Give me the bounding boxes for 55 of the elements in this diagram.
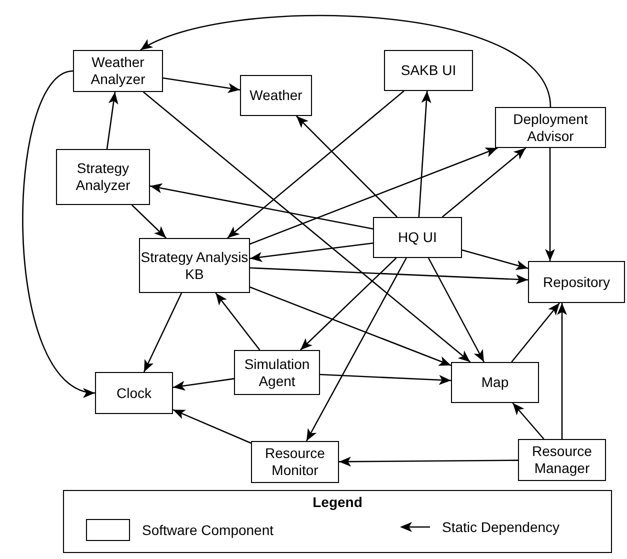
dependency-arrow bbox=[512, 402, 544, 440]
dependency-arrow bbox=[418, 90, 432, 218]
dependency-arrow bbox=[140, 14, 552, 108]
dependency-arrow bbox=[250, 267, 528, 284]
component-box bbox=[518, 439, 606, 481]
dependency-arrow bbox=[142, 92, 471, 362]
dependency-arrow bbox=[250, 286, 452, 366]
dependency-arrow bbox=[306, 258, 407, 442]
component-label: Deployment Advisor bbox=[512, 110, 589, 144]
component-box bbox=[95, 372, 173, 414]
legend-title: Legend bbox=[312, 494, 362, 510]
component-box bbox=[384, 50, 473, 91]
dependency-arrow bbox=[143, 292, 182, 372]
component-box bbox=[495, 107, 606, 148]
component-box bbox=[240, 75, 312, 116]
component-box bbox=[73, 50, 163, 92]
component-label: Strategy Analysis KB bbox=[140, 248, 249, 282]
dependency-arrow bbox=[162, 77, 240, 93]
dependency-arrow bbox=[172, 409, 252, 444]
component-box bbox=[139, 238, 250, 293]
dependency-arrow bbox=[442, 148, 526, 218]
component-box bbox=[528, 261, 625, 303]
dependency-arrow bbox=[131, 204, 167, 238]
dependency-arrow bbox=[511, 302, 560, 362]
component-label: Repository bbox=[543, 274, 610, 290]
dependency-arrow bbox=[215, 292, 260, 350]
component-label: Clock bbox=[116, 384, 152, 402]
dependency-arrow bbox=[557, 303, 567, 439]
dependency-arrow bbox=[250, 147, 498, 245]
component-label: Weather bbox=[250, 87, 302, 104]
component-label: Map bbox=[481, 374, 509, 391]
dependency-arrow bbox=[428, 258, 485, 362]
component-box bbox=[234, 350, 320, 395]
dependency-arrow bbox=[227, 90, 404, 238]
legend-text: Software Component bbox=[142, 522, 274, 538]
component-box bbox=[373, 217, 462, 258]
dependency-arrow bbox=[339, 456, 518, 467]
dependency-arrow bbox=[106, 92, 118, 150]
dependency-arrow bbox=[462, 249, 528, 270]
component-box bbox=[451, 362, 539, 403]
component-label: HQ UI bbox=[398, 229, 437, 246]
component-label: SAKB UI bbox=[400, 62, 456, 79]
component-label: Weather Analyzer bbox=[90, 54, 146, 88]
dependency-arrow bbox=[150, 183, 374, 230]
component-label: Simulation Agent bbox=[243, 356, 311, 390]
component-box bbox=[251, 441, 339, 483]
legend-text: Static Dependency bbox=[442, 519, 560, 535]
dependency-arrow bbox=[172, 378, 234, 391]
dependency-arrow bbox=[250, 242, 374, 262]
component-label: Resource Monitor bbox=[264, 445, 326, 479]
component-label: Resource Manager bbox=[531, 443, 593, 477]
dependency-arrow bbox=[296, 116, 398, 218]
dependency-arrow bbox=[320, 374, 452, 385]
dependency-arrow bbox=[300, 258, 397, 350]
dependency-arrow bbox=[545, 148, 555, 261]
